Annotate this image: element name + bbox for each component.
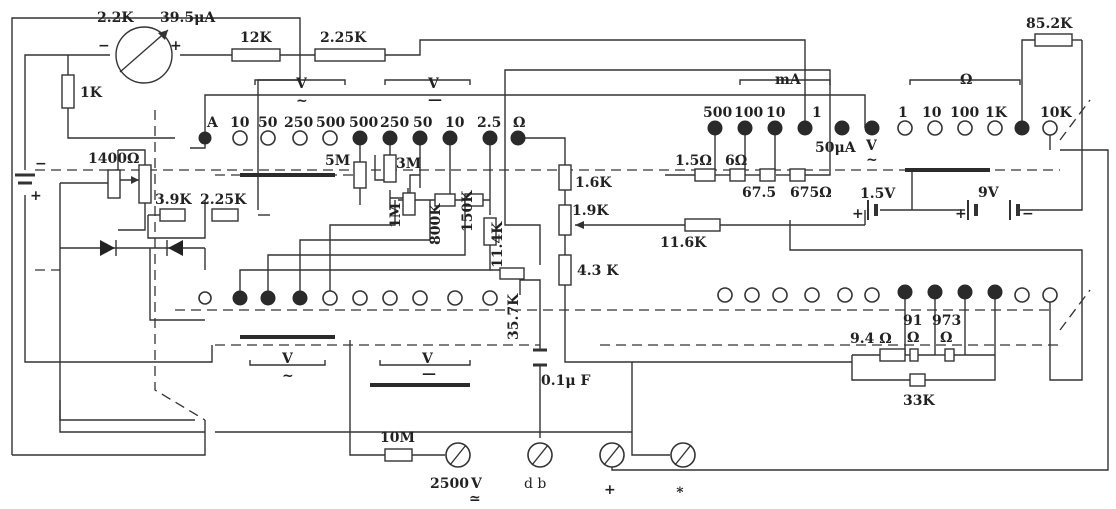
bat-9-plus: +: [955, 206, 967, 222]
batteries: + 1.5V + − 9V 0.1μ F: [533, 185, 1034, 389]
terminal-db-label: d b: [524, 476, 546, 492]
ma-10: 10: [766, 105, 786, 121]
r-12k-label: 12K: [240, 30, 272, 46]
r-973-label: 973: [932, 313, 961, 329]
range-10b: 10: [445, 115, 465, 131]
r-33k-label: 33K: [903, 393, 935, 409]
r-67-5-label: 67.5: [742, 185, 776, 201]
ohm-100: 100: [950, 105, 979, 121]
range-250: 250: [284, 115, 313, 131]
ua-label: 50μA: [815, 140, 857, 156]
r-2-25k-mid-label: 2.25K: [200, 192, 247, 208]
r-3m-label: 3M: [396, 156, 421, 172]
v-dc-top-mark: —: [428, 92, 442, 108]
v-dc-bot-mark: —: [422, 366, 436, 382]
v-dc-bot-label: V: [421, 351, 434, 367]
r-10m-label: 10M: [380, 430, 415, 446]
r-5m-label: 5M: [325, 153, 350, 169]
range-a: A: [206, 115, 219, 131]
r-11-6k-label: 11.6K: [660, 235, 707, 251]
ohm-10k: 10K: [1040, 105, 1072, 121]
top-rotary: A 10 50 250 500 500 250 50 10 2.5 Ω V ~ …: [198, 72, 1072, 168]
v-ac-bot-label: V: [281, 351, 294, 367]
terminal-2500-v: V: [470, 476, 483, 492]
r-1-6k-label: 1.6K: [575, 175, 612, 191]
r-85-2k-label: 85.2K: [1026, 16, 1073, 32]
range-10: 10: [230, 115, 250, 131]
ohm-1k: 1K: [985, 105, 1008, 121]
r-91-unit: Ω: [907, 330, 919, 346]
r-1-9k-label: 1.9K: [572, 203, 609, 219]
range-500b: 500: [349, 115, 378, 131]
terminal-2500-label: 2500: [430, 476, 469, 492]
bat-9-minus: −: [1022, 206, 1034, 222]
bat-1-5-plus: +: [852, 206, 864, 222]
terminal-star-label: ∗: [675, 482, 685, 498]
bottom-rotary: V ~ V —: [198, 284, 1058, 384]
range-250b: 250: [380, 115, 409, 131]
r-800k-label: 800K: [428, 203, 444, 245]
r-35-7k-label: 35.7K: [506, 293, 522, 340]
ohm-10: 10: [922, 105, 942, 121]
av-mark: ~: [866, 152, 878, 168]
r-150k-label: 150K: [460, 190, 476, 232]
meter-minus-label: −: [98, 38, 110, 54]
range-50b: 50: [413, 115, 433, 131]
v-ac-bot-mark: ~: [282, 368, 294, 384]
v-dc-top-label: V: [427, 76, 440, 92]
r-91-label: 91: [903, 313, 922, 329]
left-plus: +: [30, 188, 42, 204]
terminals: 2500 V ≃ d b + ∗: [430, 442, 696, 507]
v-ac-top-mark: ~: [296, 93, 308, 109]
range-ohm: Ω: [513, 115, 525, 131]
r-2-25k-top-label: 2.25K: [320, 30, 367, 46]
terminal-2500-mark: ≃: [469, 491, 481, 507]
range-50: 50: [258, 115, 278, 131]
r-11-4k-label: 11.4K: [490, 221, 506, 268]
r-4-3k-label: 4.3 K: [577, 263, 619, 279]
bat-9-label: 9V: [978, 185, 1000, 201]
ma-1: 1: [812, 105, 822, 121]
resistors: 12K 2.25K 1K 85.2K 1400Ω − + 3.9K 2.25K …: [15, 16, 1073, 462]
ma-100: 100: [734, 105, 763, 121]
ma-label: mA: [775, 72, 802, 88]
diodes: [100, 240, 183, 256]
r-1k-label: 1K: [80, 85, 103, 101]
r-9-4-label: 9.4 Ω: [850, 331, 892, 347]
r-973-unit: Ω: [940, 330, 952, 346]
meter-movement: 2.2K 39.5μA − +: [97, 10, 216, 84]
v-ac-top-label: V: [295, 76, 308, 92]
av-label: V: [865, 138, 878, 154]
bat-1-5-label: 1.5V: [860, 186, 896, 202]
range-2-5: 2.5: [477, 115, 501, 131]
capacitor-label: 0.1μ F: [541, 373, 590, 389]
ohm-1: 1: [898, 105, 908, 121]
switch-bars: [240, 168, 990, 387]
ohm-top-label: Ω: [960, 72, 972, 88]
pot-1400-label: 1400Ω: [88, 151, 139, 167]
r-1-5-label: 1.5Ω: [675, 153, 712, 169]
r-675-label: 675Ω: [790, 185, 832, 201]
left-minus: −: [35, 156, 47, 172]
r-6-label: 6Ω: [725, 153, 747, 169]
r-3-9k-label: 3.9K: [155, 192, 192, 208]
range-500a: 500: [316, 115, 345, 131]
meter-resistance-label: 2.2K: [97, 10, 134, 26]
ma-500: 500: [703, 105, 732, 121]
terminal-plus-label: +: [604, 482, 616, 498]
meter-plus-label: +: [170, 38, 182, 54]
r-1m-label: 1M: [388, 203, 404, 228]
meter-current-label: 39.5μA: [160, 10, 216, 26]
